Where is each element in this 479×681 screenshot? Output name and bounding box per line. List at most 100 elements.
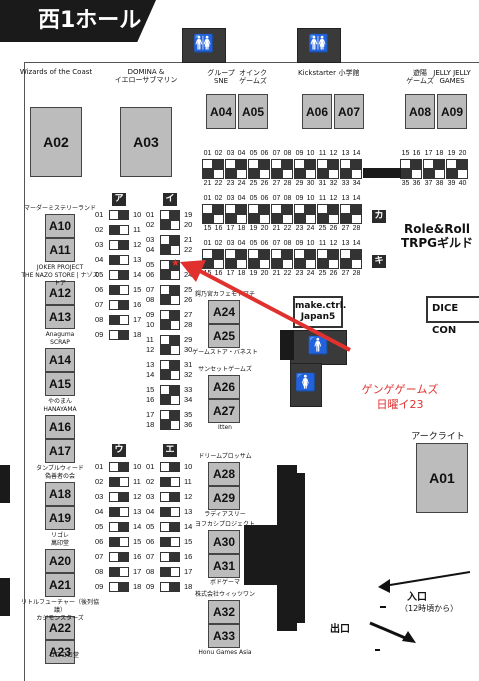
table-number: 07 — [95, 552, 104, 561]
booth-a28: A28 — [208, 462, 240, 486]
table-cell — [202, 249, 213, 259]
table-cell — [294, 169, 305, 179]
table-number: 27 — [341, 270, 350, 277]
table-number: 06 — [260, 195, 269, 202]
table-number: 11 — [318, 150, 327, 157]
table-cell — [305, 214, 316, 224]
booth-a10: A10 — [45, 214, 75, 238]
table-number: 16 — [146, 395, 155, 404]
table-number: 01 — [203, 240, 212, 247]
table-cell — [340, 249, 351, 259]
table-cell — [109, 315, 119, 325]
table-number: 20 — [184, 220, 193, 229]
table-number: 07 — [272, 240, 281, 247]
block-tag-a: ア — [112, 193, 126, 206]
table-number: 18 — [237, 225, 246, 232]
table-cell — [160, 552, 170, 562]
booth-a31: A31 — [208, 554, 240, 578]
table-cell — [119, 210, 129, 220]
table-cell — [170, 270, 180, 280]
table-cell — [317, 169, 328, 179]
table-cell — [119, 582, 129, 592]
hall-wall — [24, 62, 479, 681]
table-number: 09 — [95, 582, 104, 591]
table-number: 19 — [184, 210, 193, 219]
table-number: 17 — [424, 150, 433, 157]
table-number: 22 — [283, 270, 292, 277]
table-number: 23 — [295, 225, 304, 232]
table-cell — [170, 410, 180, 420]
entrance-label: 入口 — [407, 592, 427, 603]
table-cell — [213, 249, 224, 259]
table-number: 04 — [146, 245, 155, 254]
table-cell — [160, 462, 170, 472]
table-number: 20 — [260, 225, 269, 232]
table-number: 08 — [283, 240, 292, 247]
booth-label: 株式会社ウィッツワン — [194, 591, 255, 598]
restroom-icon: 🚹 — [290, 330, 347, 365]
table-number: 25 — [184, 285, 193, 294]
table-number: 16 — [184, 552, 193, 561]
table-number: 08 — [283, 150, 292, 157]
table-cell — [109, 210, 119, 220]
table-cell — [170, 245, 180, 255]
table-cell — [411, 159, 422, 169]
table-cell — [248, 169, 259, 179]
table-number: 05 — [146, 522, 155, 531]
table-number: 27 — [341, 225, 350, 232]
table-number: 21 — [203, 180, 212, 187]
booth-label: Wizards of the Coast — [19, 68, 93, 76]
table-number: 02 — [95, 477, 104, 486]
table-cell — [271, 169, 282, 179]
table-cell — [170, 420, 180, 430]
table-cell — [305, 159, 316, 169]
booth-a21: A21 — [45, 573, 75, 597]
booth-a16: A16 — [45, 415, 75, 439]
booth-a27: A27 — [208, 399, 240, 423]
table-number: 06 — [260, 240, 269, 247]
table-number: 26 — [329, 225, 338, 232]
table-cell — [259, 214, 270, 224]
table-number: 10 — [133, 210, 142, 219]
table-number: 11 — [146, 335, 154, 344]
black-structure — [293, 473, 305, 623]
table-cell — [160, 220, 170, 230]
table-number: 21 — [272, 270, 281, 277]
table-number: 04 — [237, 195, 246, 202]
table-number: 18 — [146, 420, 155, 429]
booth-label: Kickstarter — [298, 69, 336, 77]
table-number: 09 — [95, 330, 104, 339]
booth-label: ボドゲーマ — [209, 579, 240, 586]
table-number: 18 — [133, 582, 142, 591]
table-number: 15 — [401, 150, 410, 157]
table-cell — [236, 204, 247, 214]
table-number: 12 — [184, 492, 193, 501]
booth-label: DOMINA & イエローサブマリン — [114, 68, 178, 84]
booth-a03: A03 — [120, 107, 172, 177]
block-tag-ka: カ — [372, 210, 386, 223]
table-number: 02 — [214, 240, 223, 247]
table-number: 01 — [203, 195, 212, 202]
table-number: 37 — [424, 180, 433, 187]
table-number: 14 — [184, 522, 193, 531]
table-cell — [109, 330, 119, 340]
table-cell — [294, 204, 305, 214]
table-cell — [160, 210, 170, 220]
table-cell — [170, 395, 180, 405]
table-cell — [305, 169, 316, 179]
table-cell — [225, 204, 236, 214]
table-cell — [259, 159, 270, 169]
table-cell — [446, 159, 457, 169]
table-cell — [170, 582, 180, 592]
table-cell — [119, 285, 129, 295]
table-number: 08 — [95, 315, 104, 324]
restroom-icon: 🚻 — [297, 28, 341, 63]
table-number: 33 — [341, 180, 350, 187]
table-number: 10 — [306, 195, 315, 202]
table-cell — [109, 567, 119, 577]
table-number: 28 — [283, 180, 292, 187]
table-cell — [160, 270, 170, 280]
table-cell — [109, 492, 119, 502]
table-number: 10 — [306, 150, 315, 157]
table-cell — [170, 345, 180, 355]
